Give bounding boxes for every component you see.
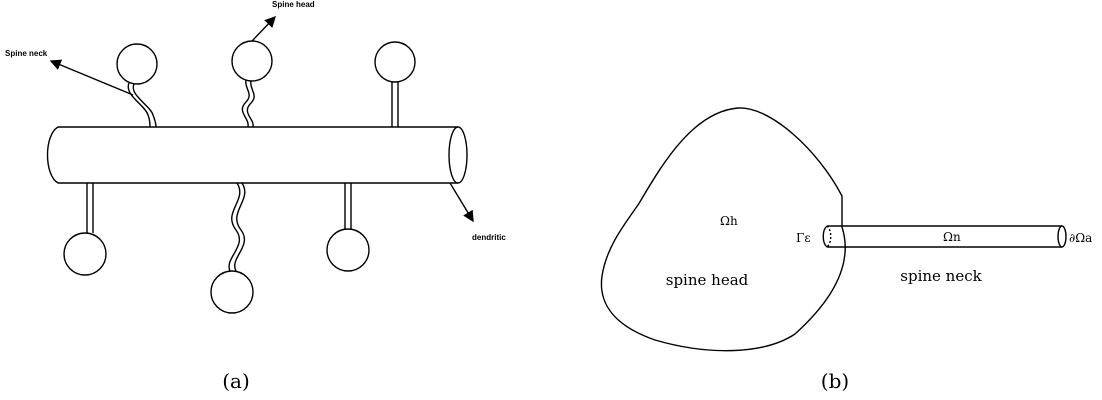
spine-neck-arrow <box>49 59 134 96</box>
panel-b: Ωh Γε Ωn ∂Ωa spine head spine neck (b) <box>600 107 1092 393</box>
panel-a: Spine head Spine neck dendritic (a) <box>5 0 506 393</box>
dendritic-label: dendritic <box>472 233 506 242</box>
spine-head-blob <box>600 107 846 352</box>
d-omega-a-label: ∂Ωa <box>1069 231 1092 245</box>
spine-head-arrow <box>251 15 276 42</box>
spine-head-label: Spine head <box>272 0 315 9</box>
spine-neck-label: Spine neck <box>5 49 48 58</box>
omega-h-label: Ωh <box>720 214 738 228</box>
dendrite-cylinder <box>46 126 468 184</box>
spine-top-2 <box>231 40 273 128</box>
caption-a: (a) <box>222 369 250 393</box>
dendritic-arrow <box>449 182 474 223</box>
spine-neck-text: spine neck <box>900 267 982 285</box>
gamma-eps-label: Γε <box>796 231 811 245</box>
spine-bottom-3 <box>326 183 370 272</box>
spine-bottom-2 <box>210 182 254 314</box>
spine-bottom-1 <box>63 183 107 276</box>
spine-top-1 <box>116 43 158 128</box>
omega-n-label: Ωn <box>943 230 961 244</box>
spine-top-3 <box>374 41 416 127</box>
spine-head-text: spine head <box>666 271 749 289</box>
spine-neck-cylinder <box>822 225 1067 248</box>
caption-b: (b) <box>821 369 849 393</box>
